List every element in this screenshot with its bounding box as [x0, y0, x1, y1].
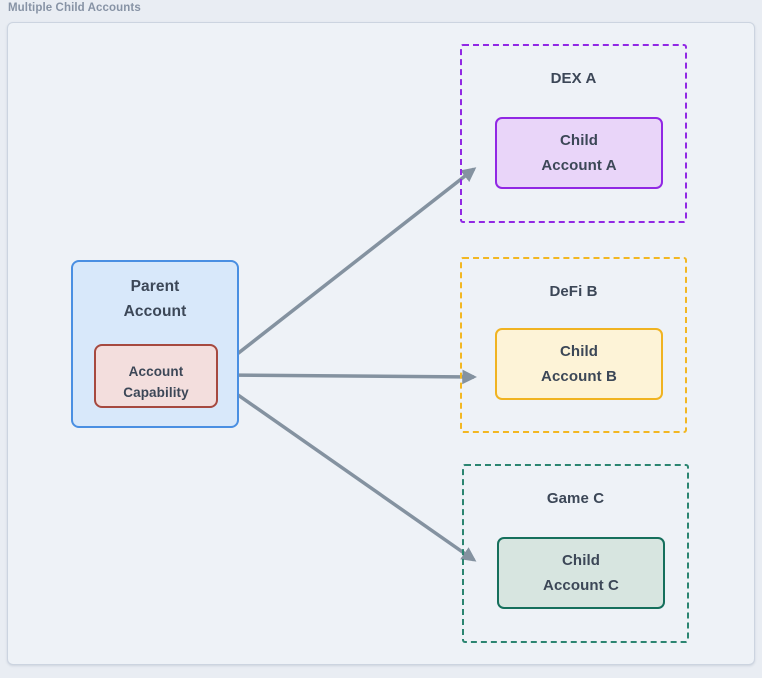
- group-game-c: Game C Child Account C: [462, 464, 689, 643]
- diagram-canvas: Parent Account Account Capability DEX A …: [7, 22, 755, 665]
- parent-account-label: Parent Account: [123, 278, 187, 320]
- arrow-to-child-c: [216, 379, 477, 562]
- child-account-c-node: Child Account C: [497, 537, 665, 609]
- child-account-b-node: Child Account B: [495, 328, 663, 400]
- diagram-title: Multiple Child Accounts: [8, 2, 141, 14]
- arrow-to-child-a: [216, 167, 477, 371]
- group-defi-b: DeFi B Child Account B: [460, 257, 687, 433]
- account-capability-node: Account Capability: [94, 344, 218, 408]
- child-account-b-label: Child Account B: [541, 343, 617, 385]
- child-account-a-label: Child Account A: [541, 132, 617, 174]
- group-defi-b-label: DeFi B: [549, 283, 598, 300]
- group-dex-a: DEX A Child Account A: [460, 44, 687, 223]
- group-dex-a-label: DEX A: [550, 70, 597, 87]
- arrow-to-child-b: [217, 369, 477, 385]
- child-account-c-label: Child Account C: [543, 552, 619, 594]
- account-capability-label: Account Capability: [123, 364, 189, 400]
- group-game-c-label: Game C: [546, 490, 605, 507]
- parent-account-node: Parent Account Account Capability: [71, 260, 239, 428]
- child-account-a-node: Child Account A: [495, 117, 663, 189]
